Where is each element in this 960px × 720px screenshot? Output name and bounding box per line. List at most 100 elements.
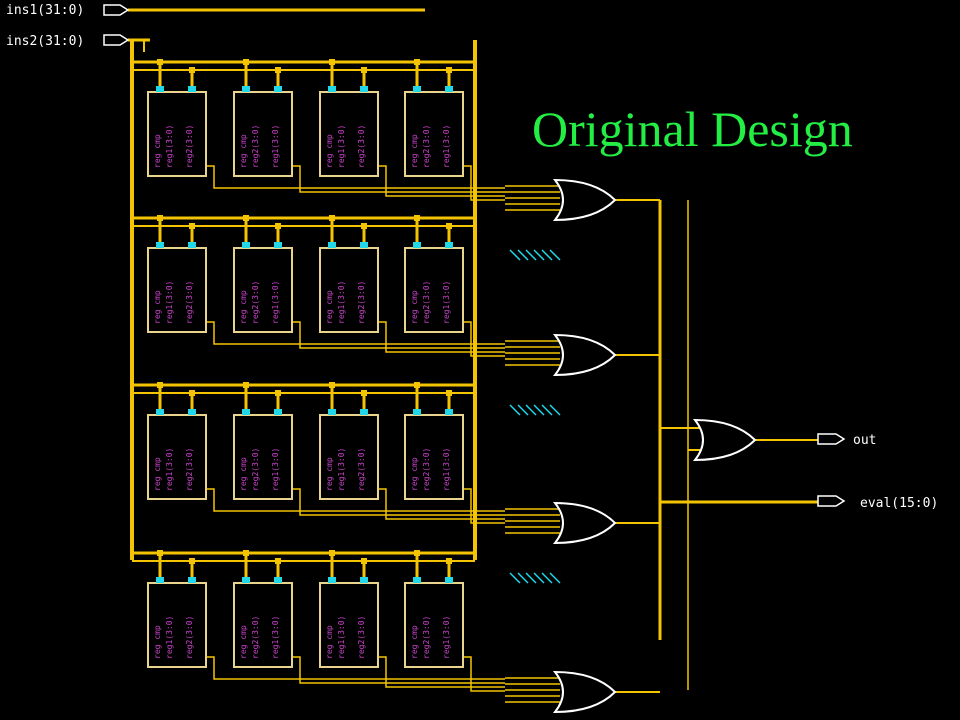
bus-fan — [541, 404, 553, 416]
block-label-reg2: reg2(3:0) — [185, 616, 194, 659]
block-label-reg2: reg2(3:0) — [357, 125, 366, 168]
block-pin — [156, 242, 164, 248]
block-outline — [404, 247, 464, 333]
bus-fan — [509, 572, 521, 584]
port-ins1 — [103, 4, 130, 16]
block-label-reg: reg1(3:0) — [165, 125, 174, 168]
bus-fan — [525, 249, 537, 261]
block-outline — [319, 91, 379, 177]
block-label-reg: reg2(3:0) — [251, 616, 260, 659]
block-label-reg: reg2(3:0) — [422, 616, 431, 659]
block-label-reg-cmp: reg cmp — [410, 134, 419, 168]
wire-junction — [361, 67, 367, 73]
bus-fan — [541, 572, 553, 584]
block-label-reg: reg1(3:0) — [337, 448, 346, 491]
wire-junction — [157, 382, 163, 388]
block-output-wire — [463, 488, 505, 524]
block-label-reg-cmp: reg cmp — [153, 290, 162, 324]
wire-junction — [275, 67, 281, 73]
block-label-reg-cmp: reg cmp — [410, 625, 419, 659]
block-pin — [274, 86, 282, 92]
port-out-label: out — [853, 433, 876, 448]
block-label-reg2: reg2(3:0) — [185, 448, 194, 491]
block-pin — [274, 242, 282, 248]
wire-junction — [157, 59, 163, 65]
block-pin — [360, 242, 368, 248]
or-gate-body — [552, 333, 617, 377]
or-gate — [552, 178, 617, 222]
bus-fan — [549, 572, 561, 584]
block-label-reg: reg2(3:0) — [251, 125, 260, 168]
block-label-reg2: reg1(3:0) — [442, 616, 451, 659]
block-label-reg2: reg2(3:0) — [357, 448, 366, 491]
wire-junction — [446, 223, 452, 229]
block-outline — [319, 247, 379, 333]
block-pin — [156, 86, 164, 92]
block-label-reg2: reg2(3:0) — [185, 281, 194, 324]
block-label-reg-cmp: reg cmp — [153, 457, 162, 491]
block-pin — [413, 86, 421, 92]
block-label-reg: reg2(3:0) — [251, 448, 260, 491]
wire-junction — [329, 59, 335, 65]
block-pin — [445, 242, 453, 248]
block-label-reg2: reg2(3:0) — [357, 281, 366, 324]
bus-fan — [533, 404, 545, 416]
block-pin — [242, 86, 250, 92]
block-label-reg: reg1(3:0) — [165, 616, 174, 659]
wire-junction — [157, 215, 163, 221]
block-outline — [319, 582, 379, 668]
block-label-reg: reg1(3:0) — [165, 281, 174, 324]
block-label-reg-cmp: reg cmp — [153, 134, 162, 168]
block-pin — [188, 242, 196, 248]
block-label-reg-cmp: reg cmp — [239, 457, 248, 491]
block-label-reg2: reg1(3:0) — [271, 448, 280, 491]
block-pin — [242, 242, 250, 248]
wire-junction — [189, 223, 195, 229]
block-label-reg-cmp: reg cmp — [325, 290, 334, 324]
block-pin — [242, 409, 250, 415]
block-output-wire — [463, 656, 505, 692]
block-outline — [233, 247, 293, 333]
block-pin — [328, 577, 336, 583]
port-eval — [817, 495, 846, 507]
block-pin — [413, 242, 421, 248]
or-gate-body — [692, 418, 757, 462]
wire-junction — [414, 59, 420, 65]
wire-junction — [189, 558, 195, 564]
block-output-wire — [206, 165, 505, 189]
block-label-reg-cmp: reg cmp — [325, 134, 334, 168]
block-label-reg-cmp: reg cmp — [325, 457, 334, 491]
block-output-wire — [206, 656, 505, 680]
block-pin — [445, 409, 453, 415]
block-pin — [274, 577, 282, 583]
block-label-reg-cmp: reg cmp — [410, 290, 419, 324]
wire-junction — [275, 558, 281, 564]
block-output-wire — [292, 165, 505, 193]
block-output-wire — [463, 165, 505, 201]
block-output-wire — [292, 321, 505, 349]
or-gate — [552, 670, 617, 714]
bus-fan — [549, 249, 561, 261]
wire-junction — [243, 215, 249, 221]
bus-fan — [517, 404, 529, 416]
port-eval-label: eval(15:0) — [860, 496, 938, 511]
block-pin — [360, 86, 368, 92]
block-label-reg-cmp: reg cmp — [153, 625, 162, 659]
wire-junction — [446, 390, 452, 396]
block-pin — [274, 409, 282, 415]
block-label-reg2: reg2(3:0) — [185, 125, 194, 168]
ports: ins1(31:0) ins2(31:0) out eval(15:0) — [6, 3, 938, 511]
block-label-reg2: reg1(3:0) — [442, 448, 451, 491]
